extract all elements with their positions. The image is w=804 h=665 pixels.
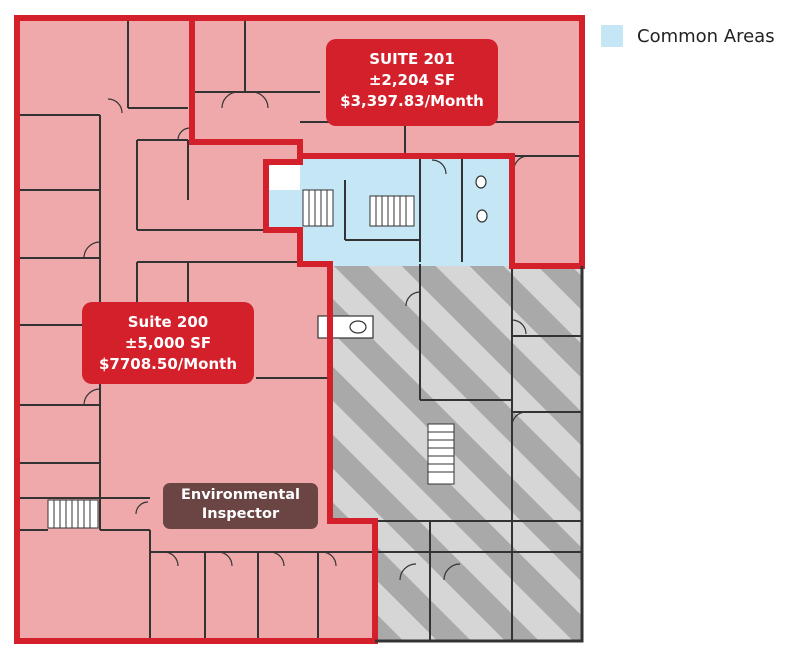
common-areas-swatch: [601, 25, 623, 47]
suite-201-label: SUITE 201 ±2,204 SF $3,397.83/Month: [326, 39, 498, 126]
suite-200-area: ±5,000 SF: [124, 334, 212, 352]
unavailable-area: [330, 264, 582, 641]
suite-200-label: Suite 200 ±5,000 SF $7708.50/Month: [82, 302, 254, 384]
tenant-line-2: Inspector: [201, 506, 280, 522]
tenant-line-1: Environmental: [180, 487, 301, 503]
stairs: [47, 189, 455, 529]
legend: Common Areas: [601, 24, 775, 48]
suite-boundaries: [14, 15, 585, 644]
exterior-wall: [375, 266, 584, 643]
legend-label: Common Areas: [637, 25, 775, 47]
interior-walls: [17, 18, 582, 641]
suite-201-area: ±2,204 SF: [368, 71, 456, 89]
suite-201-name: SUITE 201: [369, 50, 455, 68]
suite-201-rent: $3,397.83/Month: [340, 92, 484, 110]
suite-200-name: Suite 200: [127, 313, 209, 331]
suite-200-rent: $7708.50/Month: [99, 355, 237, 373]
tenant-label: Environmental Inspector: [163, 483, 318, 529]
